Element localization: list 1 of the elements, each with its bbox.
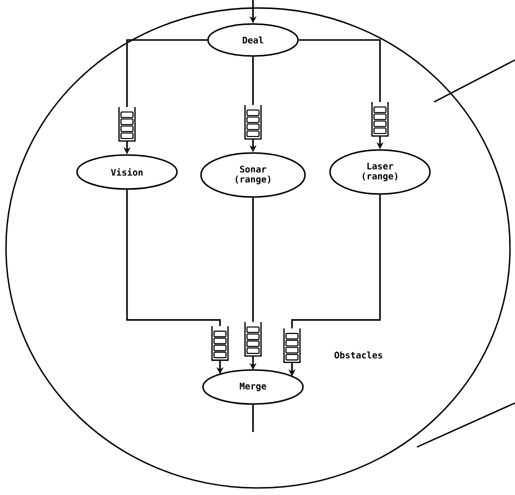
annotation: Obstacles [334, 352, 382, 358]
